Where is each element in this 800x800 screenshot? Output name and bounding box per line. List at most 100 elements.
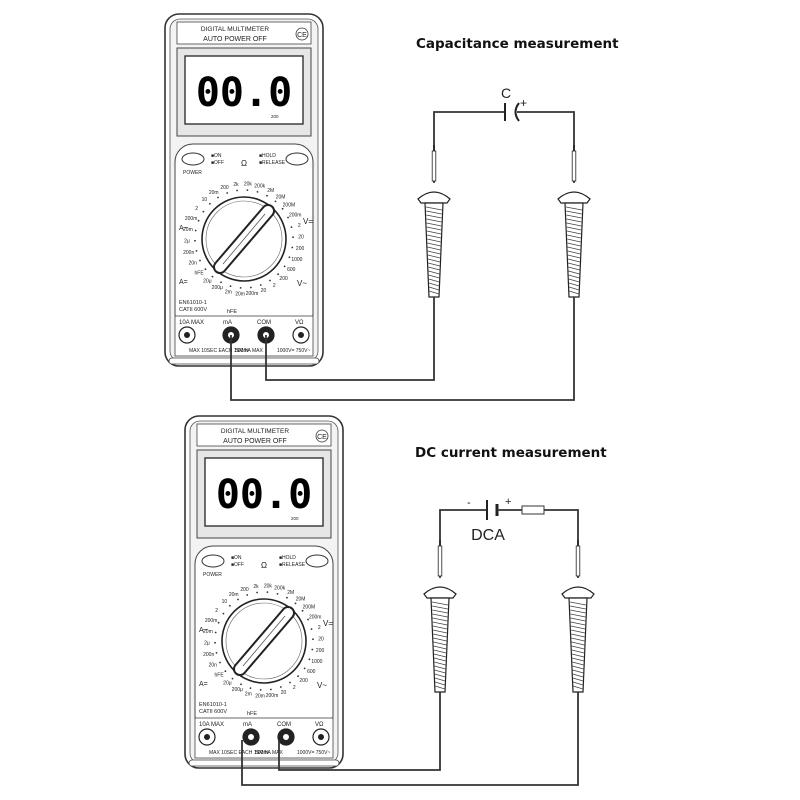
on-label: ■ON bbox=[231, 555, 242, 561]
probe-red-grip bbox=[566, 226, 582, 231]
dial-tick bbox=[256, 191, 259, 193]
power-button[interactable] bbox=[201, 554, 225, 568]
jack-vohm-label: VΩ bbox=[295, 320, 304, 326]
dial-range-label: 10 bbox=[222, 599, 228, 605]
jack-com-hole bbox=[283, 734, 289, 740]
fuse-ma-text: 500mA MAX bbox=[235, 348, 263, 354]
dial-tick bbox=[274, 200, 277, 203]
dial-range-label: 2k bbox=[253, 584, 259, 590]
probe-black-grip bbox=[428, 270, 440, 275]
probe-red-grip bbox=[566, 214, 582, 219]
dial-range-label: 600 bbox=[287, 267, 296, 273]
wire-left-top bbox=[433, 111, 505, 175]
jack-com-label: COM bbox=[277, 722, 291, 728]
hfe-label: hFE bbox=[227, 309, 237, 315]
dial-range-label: 200μ bbox=[212, 285, 223, 291]
dial-tick bbox=[214, 641, 216, 644]
probe-black[interactable] bbox=[417, 145, 451, 298]
probe-red-grip bbox=[568, 270, 580, 275]
probe-red-grip bbox=[571, 649, 585, 654]
probe-black-grip bbox=[432, 613, 448, 618]
dial-tick bbox=[277, 273, 279, 276]
dial-range-label: 2μ bbox=[184, 239, 190, 245]
v-ac-label: V~ bbox=[297, 279, 307, 288]
a-ac-label: A~ bbox=[179, 225, 188, 232]
probe-red-grip bbox=[567, 254, 581, 259]
dial-tick bbox=[194, 229, 197, 232]
auto-off-text: AUTO POWER OFF bbox=[223, 438, 287, 445]
dial-range-label: 20μ bbox=[203, 279, 212, 285]
dial-range-label: 20m bbox=[255, 693, 265, 699]
category-label: CATII 600V bbox=[199, 709, 227, 715]
probe-red-grip bbox=[570, 609, 586, 614]
fuse-10a-text: MAX 10SEC EACH 15MIN bbox=[189, 348, 249, 354]
probe-black-grip bbox=[433, 645, 447, 650]
probe-red[interactable] bbox=[557, 145, 591, 298]
dial-tick bbox=[287, 216, 289, 219]
probe-red-grip bbox=[569, 601, 587, 606]
dial-range-label: 20M bbox=[276, 194, 286, 200]
jack-panel bbox=[194, 717, 334, 759]
dial-range-label: 20n bbox=[209, 663, 218, 669]
hold-button[interactable] bbox=[305, 554, 329, 568]
jack-10a-label: 10A MAX bbox=[199, 722, 224, 728]
probe-red-grip bbox=[572, 673, 584, 678]
dial-range-label: 2 bbox=[215, 608, 218, 614]
lead-ma bbox=[230, 297, 575, 401]
dial-tick bbox=[290, 226, 293, 229]
dial-tick bbox=[217, 196, 219, 199]
jack-vohm-label: VΩ bbox=[315, 722, 324, 728]
source-label: DCA bbox=[471, 527, 505, 544]
dial-range-label: 2M bbox=[267, 188, 274, 194]
probe-red-grip bbox=[565, 206, 583, 211]
lcd-reading: 00.0 bbox=[196, 70, 292, 116]
probe-black-grip bbox=[432, 609, 448, 614]
dial-tick bbox=[222, 612, 225, 615]
dial-range-label: 600 bbox=[307, 669, 316, 675]
hold-label: ■HOLD bbox=[259, 153, 276, 159]
probe-black-grip bbox=[426, 214, 442, 219]
dial-range-label: 20k bbox=[244, 182, 253, 188]
release-label: ■RELEASE bbox=[279, 562, 306, 568]
probe-red-grip bbox=[566, 222, 582, 227]
probe-red-grip bbox=[570, 617, 586, 622]
probe-black[interactable] bbox=[423, 540, 457, 693]
ohm-symbol: Ω bbox=[261, 561, 267, 570]
probe-red-grip bbox=[566, 234, 582, 239]
probe-red-grip bbox=[568, 262, 580, 267]
dial-tick bbox=[311, 648, 314, 651]
off-label: ■OFF bbox=[211, 160, 224, 166]
probe-red-grip bbox=[567, 246, 581, 251]
lead-com bbox=[278, 692, 441, 771]
dial-tick bbox=[215, 652, 218, 654]
dial-tick bbox=[240, 683, 242, 686]
probe-black-grip bbox=[428, 282, 440, 287]
jack-10a-hole bbox=[204, 734, 210, 740]
probe-black-grip bbox=[432, 629, 448, 634]
brand-text: DIGITAL MULTIMETER bbox=[201, 26, 269, 33]
probe-black-grip bbox=[432, 621, 448, 626]
dial-tick bbox=[259, 689, 262, 691]
wire-right-top bbox=[544, 509, 579, 570]
hold-button[interactable] bbox=[285, 152, 309, 166]
dial-range-label: 200m bbox=[185, 216, 198, 222]
probe-red-grip bbox=[572, 665, 584, 670]
diagram-title: DC current measurement bbox=[415, 445, 607, 461]
probe-red[interactable] bbox=[561, 540, 595, 693]
power-button[interactable] bbox=[181, 152, 205, 166]
dial-tick bbox=[291, 246, 294, 249]
dial-tick bbox=[226, 192, 229, 194]
jack-panel bbox=[174, 315, 314, 357]
probe-black-grip bbox=[428, 262, 440, 267]
dial-range-label: 200n bbox=[203, 652, 214, 658]
probe-black-grip bbox=[432, 625, 448, 630]
probe-red-grip bbox=[566, 218, 582, 223]
probe-black-grip bbox=[426, 234, 442, 239]
dial-tick bbox=[276, 593, 279, 595]
dial-range-label: 20μ bbox=[223, 681, 232, 687]
probe-black-grip bbox=[426, 226, 442, 231]
dial-range-label: 200m bbox=[289, 212, 302, 218]
brand-banner bbox=[176, 21, 312, 45]
